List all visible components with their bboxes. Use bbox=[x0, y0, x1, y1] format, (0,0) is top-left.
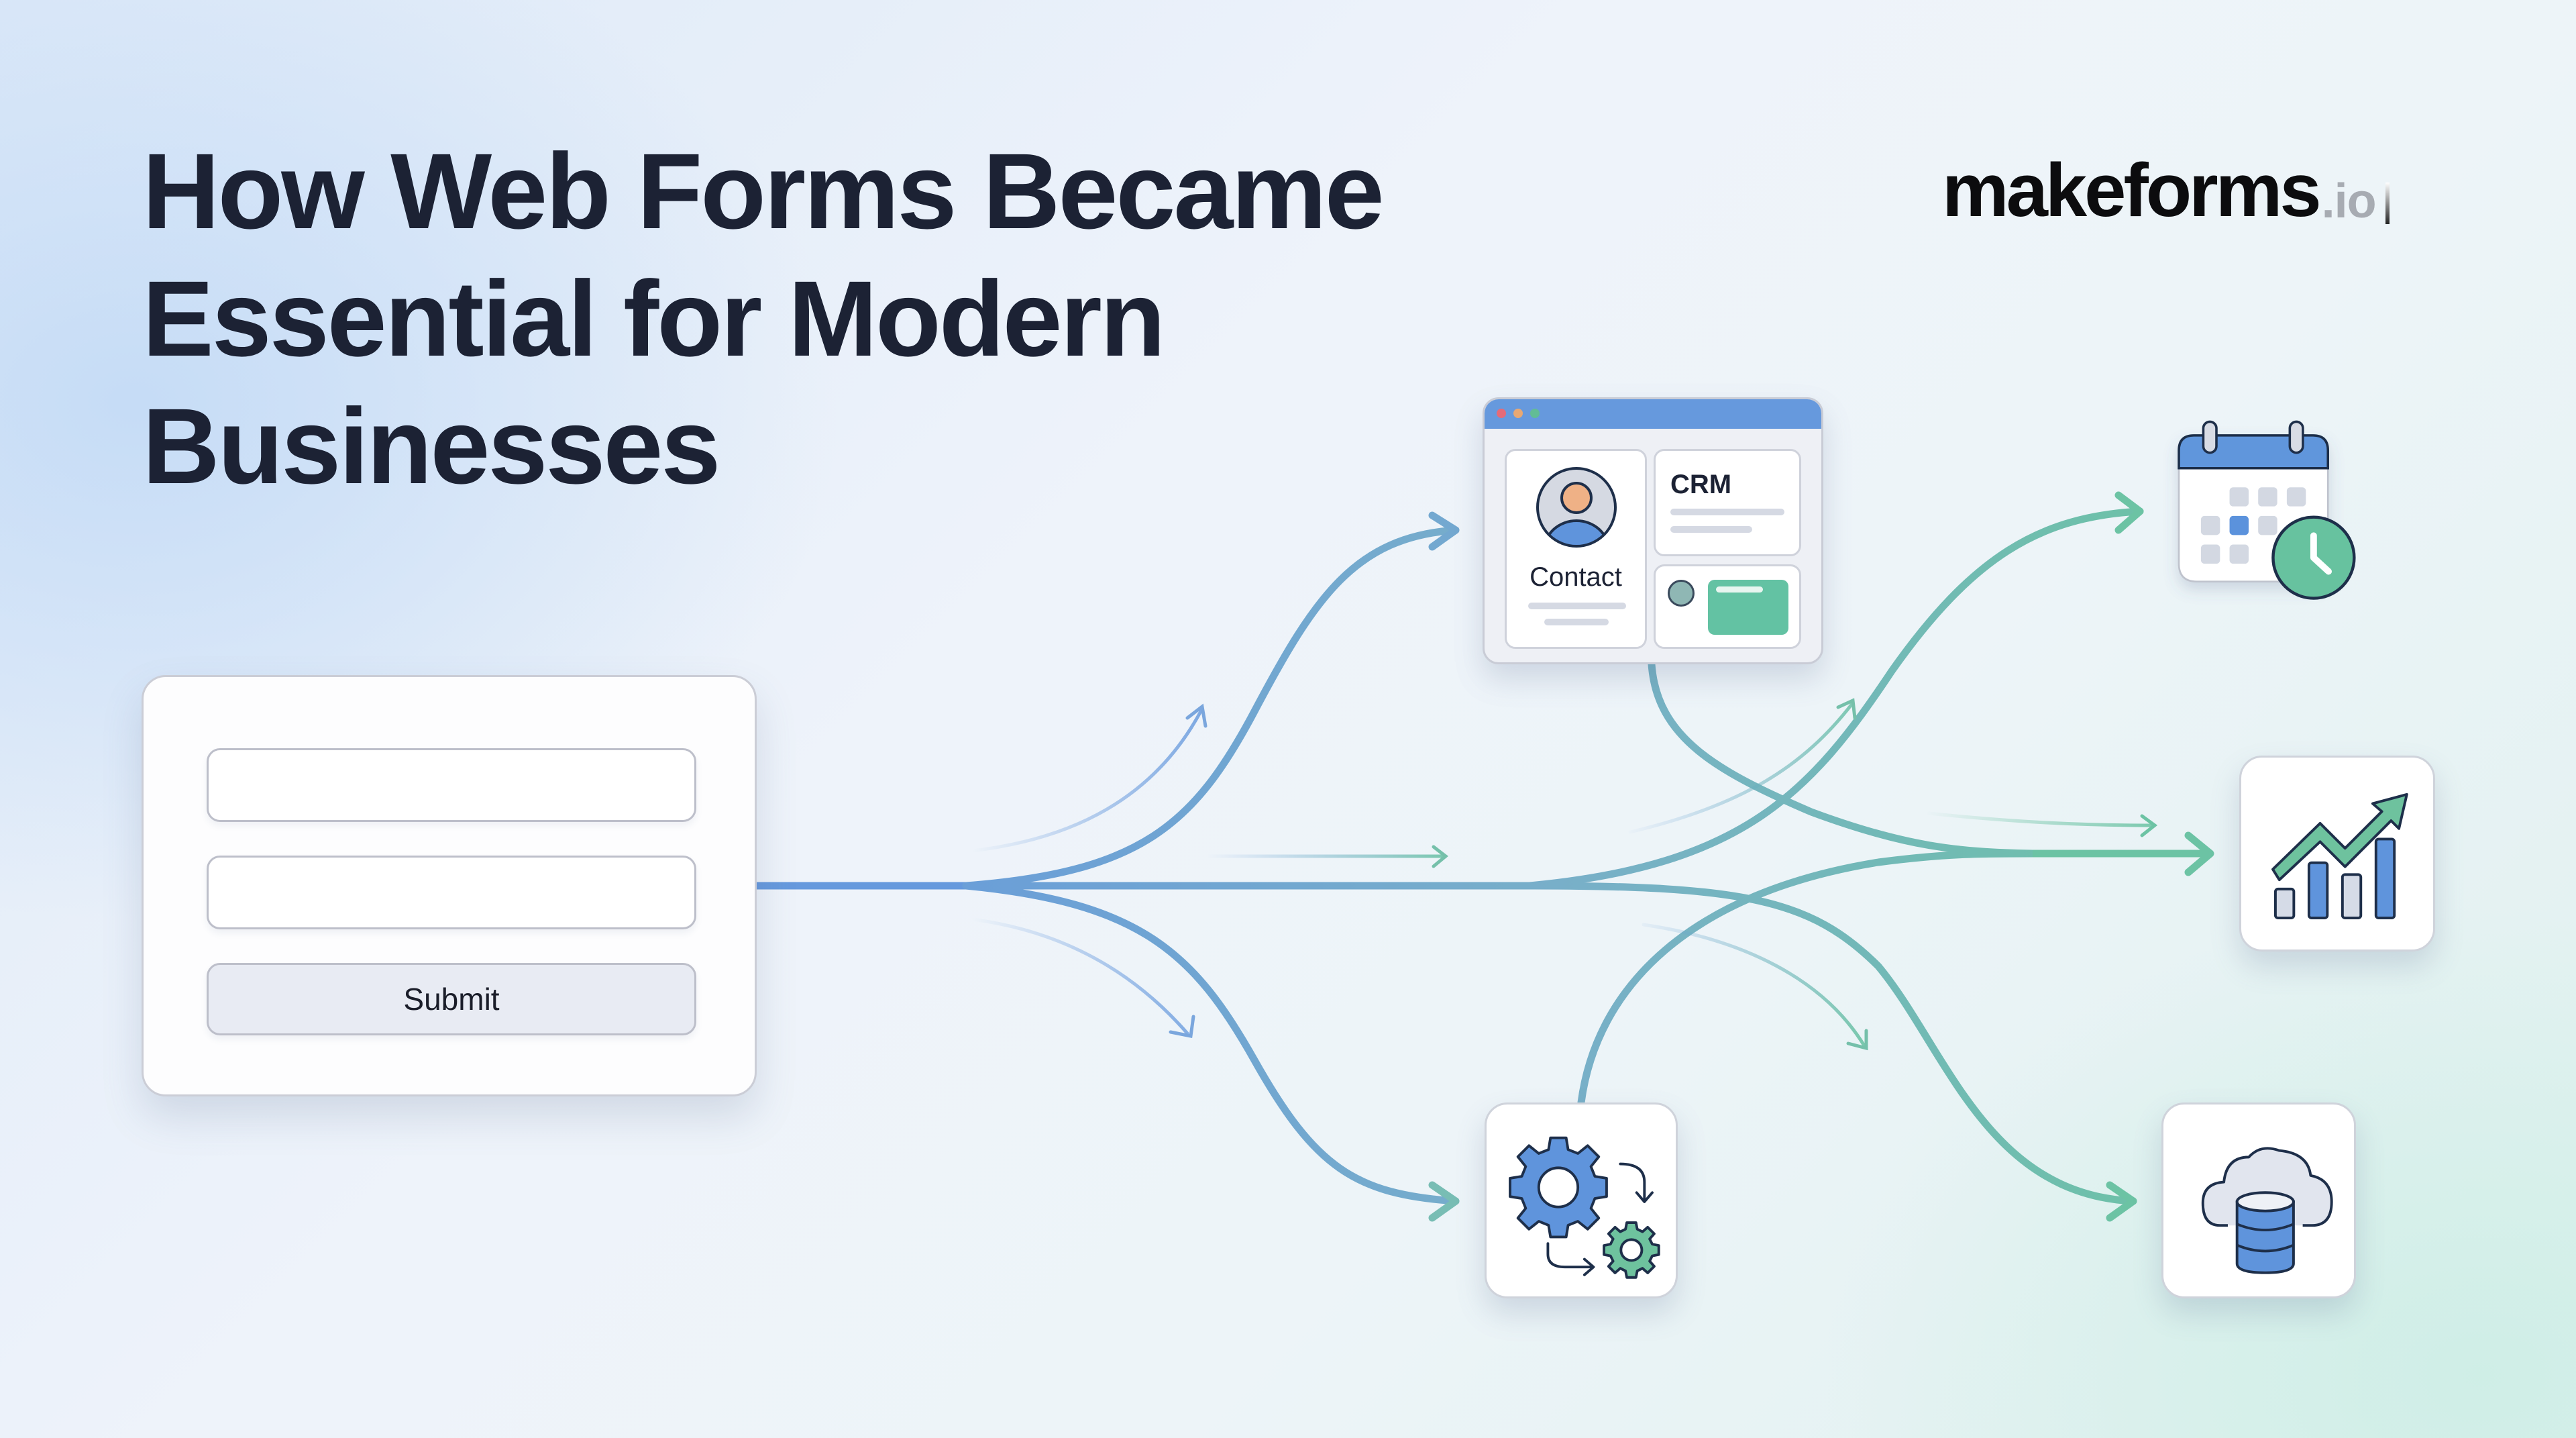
record-card-icon bbox=[1708, 580, 1788, 635]
brand-logo: makeforms .io bbox=[1942, 134, 2390, 228]
analytics-tile bbox=[2239, 756, 2435, 952]
contact-panel: Contact bbox=[1505, 449, 1647, 649]
title-line-2: Essential for Modern bbox=[142, 258, 1166, 378]
cloud-database-tile bbox=[2161, 1102, 2356, 1298]
placeholder-line bbox=[1528, 603, 1626, 609]
page-title: How Web Forms Became Essential for Moder… bbox=[142, 127, 1484, 510]
crm-panel: CRM bbox=[1654, 449, 1801, 556]
crm-record-panel bbox=[1654, 564, 1801, 649]
form-input-2[interactable] bbox=[207, 856, 696, 929]
placeholder-line bbox=[1544, 619, 1609, 625]
web-form-card: Submit bbox=[142, 675, 757, 1096]
gears-icon bbox=[1509, 1136, 1660, 1279]
crm-window-titlebar bbox=[1485, 399, 1821, 429]
submit-button[interactable]: Submit bbox=[207, 963, 696, 1035]
window-minimize-dot-icon bbox=[1513, 409, 1523, 418]
user-avatar-icon bbox=[1536, 467, 1617, 548]
placeholder-line bbox=[1670, 509, 1784, 515]
cloud-database-icon bbox=[2201, 1147, 2333, 1274]
contact-label: Contact bbox=[1529, 562, 1622, 592]
placeholder-line bbox=[1670, 526, 1752, 533]
status-dot-icon bbox=[1668, 580, 1695, 607]
crm-label: CRM bbox=[1670, 470, 1732, 499]
text-cursor-icon bbox=[2385, 183, 2390, 224]
form-input-1[interactable] bbox=[207, 748, 696, 822]
title-line-3: Businesses bbox=[142, 386, 720, 506]
crm-window: Contact CRM bbox=[1483, 397, 1823, 664]
window-close-dot-icon bbox=[1497, 409, 1506, 418]
bar-chart-trend-icon bbox=[2271, 792, 2408, 919]
logo-tld-text: .io bbox=[2321, 174, 2377, 228]
automation-tile bbox=[1485, 1102, 1678, 1298]
calendar-clock-icon bbox=[2178, 420, 2356, 600]
window-maximize-dot-icon bbox=[1530, 409, 1540, 418]
title-line-1: How Web Forms Became bbox=[142, 131, 1385, 251]
logo-brand-text: makeforms bbox=[1942, 148, 2322, 232]
